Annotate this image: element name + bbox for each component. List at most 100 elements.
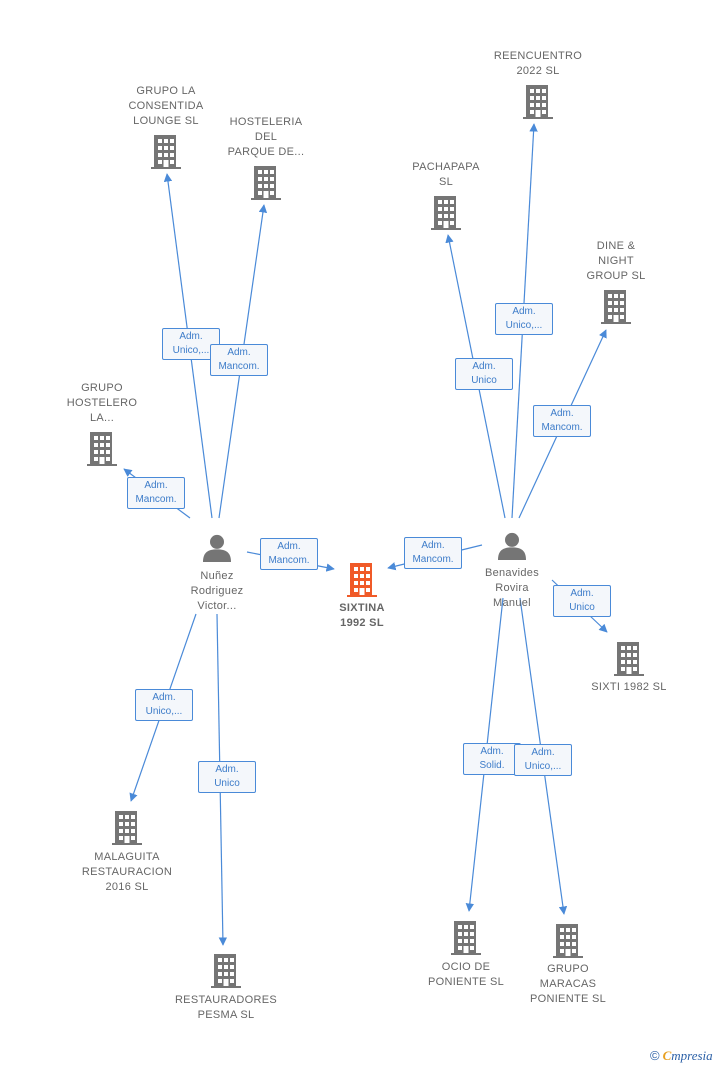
edge-label-line: Mancom. — [541, 422, 583, 433]
building-icon[interactable] — [431, 196, 461, 230]
edge-label-benavides-sixti[interactable]: Adm. Unico — [553, 585, 611, 617]
edge-label-line: Unico — [471, 375, 497, 386]
node-label-pesma[interactable]: RESTAURADORES PESMA SL — [156, 993, 296, 1023]
edge-label-line: Solid. — [479, 760, 505, 771]
edge-label-line: Adm. — [472, 361, 496, 372]
edge-label-line: Mancom. — [412, 554, 454, 565]
node-label-line: NIGHT — [598, 255, 634, 267]
node-label-line: DEL — [254, 131, 278, 143]
node-label-line: RESTAURADORES — [174, 994, 278, 1006]
edge-label-line: Mancom. — [135, 494, 177, 505]
node-label-line: DINE & — [596, 240, 636, 252]
edge-label-line: Adm. — [215, 764, 239, 775]
edge-label-benavides-pachapapa[interactable]: Adm. Unico — [455, 358, 513, 390]
node-label-line: GRUPO — [547, 963, 589, 975]
edge-label-line: Unico,... — [145, 706, 183, 717]
edge-label-line: Adm. — [480, 746, 504, 757]
edge-label-line: Unico,... — [524, 761, 562, 772]
edge-label-line: Mancom. — [268, 555, 310, 566]
node-label-line: SL — [438, 176, 454, 188]
edge-label-nunez-sixtina[interactable]: Adm. Mancom. — [260, 538, 318, 570]
brand-logo-initial: C — [662, 1048, 672, 1063]
node-label-line: SIXTINA — [339, 602, 385, 614]
edge-label-line: Adm. — [570, 588, 594, 599]
edge-label-line: Unico — [214, 778, 240, 789]
building-icon[interactable] — [553, 924, 583, 958]
building-icon[interactable] — [523, 85, 553, 119]
node-label-line: Victor... — [197, 600, 237, 612]
edge-label-benavides-dine[interactable]: Adm. Mancom. — [533, 405, 591, 437]
node-label-line: LOUNGE SL — [133, 115, 199, 127]
node-label-line: Rovira — [495, 582, 529, 594]
building-icon[interactable] — [451, 921, 481, 955]
node-label-pachapapa[interactable]: PACHAPAPA SL — [376, 160, 516, 190]
node-label-line: PESMA SL — [197, 1009, 255, 1021]
edge-label-line: Adm. — [512, 306, 536, 317]
edge-label-nunez-pesma[interactable]: Adm. Unico — [198, 761, 256, 793]
node-label-line: PONIENTE SL — [427, 976, 505, 988]
node-label-line: HOSTELERO — [66, 397, 138, 409]
node-label-line: OCIO DE — [441, 961, 491, 973]
node-label-line: Benavides — [484, 567, 540, 579]
node-label-line: GROUP SL — [586, 270, 646, 282]
building-icon[interactable] — [151, 135, 181, 169]
edge-label-line: Adm. — [144, 480, 168, 491]
edge-label-nunez-malaguita[interactable]: Adm. Unico,... — [135, 689, 193, 721]
edge-label-benavides-ocio[interactable]: Adm. Solid. — [463, 743, 521, 775]
building-icon[interactable] — [614, 642, 644, 676]
node-label-line: MARACAS — [539, 978, 597, 990]
edge-label-line: Adm. — [531, 747, 555, 758]
edge-label-nunez-hosteleria[interactable]: Adm.Mancom. — [210, 344, 268, 376]
node-label-reencuentro[interactable]: REENCUENTRO 2022 SL — [468, 49, 608, 79]
building-icon[interactable] — [251, 166, 281, 200]
building-icon-highlighted[interactable] — [347, 563, 377, 597]
edge-label-line: Unico,... — [172, 345, 210, 356]
node-label-sixtina[interactable]: SIXTINA 1992 SL — [292, 601, 432, 631]
edge-label-line: Unico — [569, 602, 595, 613]
node-label-line: Rodriguez — [190, 585, 244, 597]
edge-label-line: Adm. — [550, 408, 574, 419]
node-label-line: SIXTI 1982 SL — [591, 681, 667, 693]
node-label-dine[interactable]: DINE & NIGHT GROUP SL — [546, 239, 686, 284]
node-label-line: GRUPO — [81, 382, 123, 394]
node-label-ocio[interactable]: OCIO DE PONIENTE SL — [396, 960, 536, 990]
node-label-line: HOSTELERIA — [229, 116, 303, 128]
person-icon[interactable] — [498, 532, 526, 560]
brand-footer: ©Cmpresia — [650, 1048, 713, 1064]
node-label-line: Manuel — [493, 597, 531, 609]
node-label-sixti[interactable]: SIXTI 1982 SL — [559, 680, 699, 695]
building-icon[interactable] — [87, 432, 117, 466]
building-icon[interactable] — [211, 954, 241, 988]
node-label-line: CONSENTIDA — [128, 100, 204, 112]
edge-label-benavides-sixtina[interactable]: Adm. Mancom. — [404, 537, 462, 569]
edge-label-line: Unico,... — [505, 320, 543, 331]
node-label-line: PACHAPAPA — [412, 161, 480, 173]
node-label-line: GRUPO LA — [136, 85, 196, 97]
edge-label-nunez-hostelero[interactable]: Adm. Mancom. — [127, 477, 185, 509]
building-icon[interactable] — [112, 811, 142, 845]
edge-label-line: Adm. — [277, 541, 301, 552]
edge-label-line: Adm. — [421, 540, 445, 551]
node-label-line: 2016 SL — [105, 881, 149, 893]
node-label-consentida[interactable]: GRUPO LA CONSENTIDA LOUNGE SL — [96, 84, 236, 129]
node-label-maracas[interactable]: GRUPO MARACAS PONIENTE SL — [498, 962, 638, 1007]
building-icon[interactable] — [601, 290, 631, 324]
node-label-line: REENCUENTRO — [493, 50, 583, 62]
person-icon[interactable] — [203, 534, 231, 562]
node-label-line: MALAGUITA — [94, 851, 160, 863]
edge-label-line: Adm. — [152, 692, 176, 703]
node-label-line: 1992 SL — [340, 617, 384, 629]
edge-label-line: Mancom. — [218, 361, 260, 372]
edge-label-benavides-maracas[interactable]: Adm. Unico,... — [514, 744, 572, 776]
node-label-line: PONIENTE SL — [529, 993, 607, 1005]
edge-label-benavides-reencuentro[interactable]: Adm. Unico,... — [495, 303, 553, 335]
node-label-line: 2022 SL — [516, 65, 560, 77]
edge-label-line: Adm. — [179, 331, 203, 342]
copyright-icon: © — [650, 1048, 660, 1063]
